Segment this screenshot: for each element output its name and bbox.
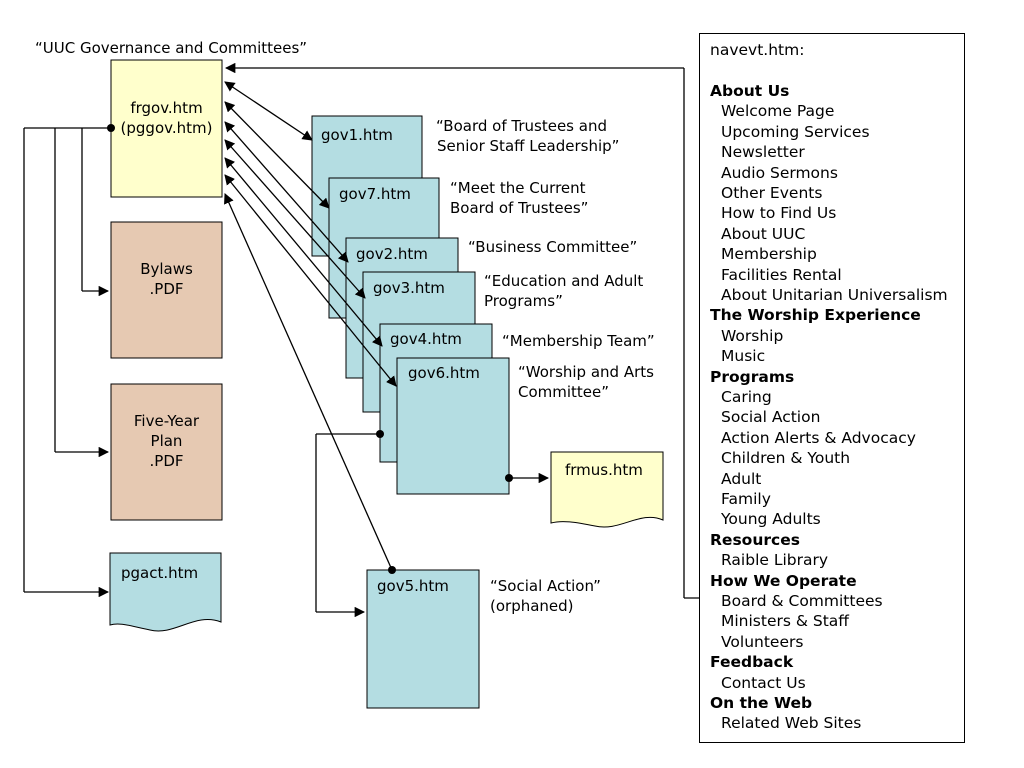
gov1-label: gov1.htm	[321, 126, 393, 144]
frmus-doc	[550, 451, 664, 528]
gov5-caption-line1: “Social Action”	[490, 577, 601, 595]
gov6-caption: “Worship and Arts Committee”	[518, 362, 654, 402]
gov5-page	[366, 569, 480, 709]
nav-item-adult[interactable]: Adult	[721, 469, 762, 488]
navevt-filename: navevt.htm:	[710, 41, 805, 59]
nav-section-on-the-web: On the Web	[710, 694, 813, 712]
fiveyear-line1: Five-Year	[133, 412, 200, 430]
nav-item-newsletter[interactable]: Newsletter	[721, 143, 805, 162]
nav-item-social-action[interactable]: Social Action	[721, 408, 821, 427]
nav-item-young-adults[interactable]: Young Adults	[721, 510, 821, 529]
nav-section-about-us: About Us	[710, 82, 790, 100]
frmus-label: frmus.htm	[565, 461, 643, 479]
diagram-title: “UUC Governance and Committees”	[35, 39, 308, 57]
nav-item-action-alerts-advocacy[interactable]: Action Alerts & Advocacy	[721, 428, 916, 447]
pggov-filename: (pggov.htm)	[120, 119, 213, 137]
gov2-caption: “Business Committee”	[468, 238, 638, 256]
gov7-caption: “Meet the Current Board of Trustees”	[450, 178, 588, 218]
bylaws-line1: Bylaws	[140, 260, 193, 278]
bylaws-line2: .PDF	[149, 280, 184, 298]
gov3-caption-line2: Programs”	[484, 292, 563, 310]
bylaws-label: Bylaws .PDF	[111, 259, 222, 299]
gov5-caption-line2: (orphaned)	[490, 597, 574, 615]
nav-item-board-committees[interactable]: Board & Committees	[721, 592, 883, 610]
bylaws-box	[110, 221, 223, 359]
nav-item-worship[interactable]: Worship	[721, 326, 784, 345]
gov6-caption-line2: Committee”	[518, 383, 610, 401]
nav-item-membership[interactable]: Membership	[721, 245, 817, 264]
left-connectors	[23, 127, 111, 598]
nav-item-volunteers[interactable]: Volunteers	[721, 632, 804, 651]
frgov-filename: frgov.htm	[130, 99, 203, 117]
nav-item-upcoming-services[interactable]: Upcoming Services	[721, 122, 870, 141]
gov7-label: gov7.htm	[339, 185, 411, 203]
nav-item-other-events[interactable]: Other Events	[721, 184, 823, 202]
nav-item-how-to-find-us[interactable]: How to Find Us	[721, 204, 837, 223]
gov1-caption-line1: “Board of Trustees and	[436, 117, 607, 135]
nav-item-ministers-staff[interactable]: Ministers & Staff	[721, 612, 849, 631]
gov7-caption-line1: “Meet the Current	[450, 179, 586, 197]
gov4-label: gov4.htm	[390, 330, 462, 348]
gov7-caption-line2: Board of Trustees”	[450, 199, 589, 217]
fiveyear-box	[110, 383, 223, 521]
nav-item-contact-us[interactable]: Contact Us	[721, 673, 806, 692]
nav-section-how-we-operate: How We Operate	[710, 571, 857, 590]
nav-item-related-web-sites[interactable]: Related Web Sites	[721, 714, 862, 733]
fiveyear-line2: Plan	[150, 432, 183, 450]
frgov-junction-dot	[107, 124, 115, 132]
nav-item-caring[interactable]: Caring	[721, 388, 772, 406]
gov6-gov5-connector	[315, 433, 380, 618]
nav-item-raible-library[interactable]: Raible Library	[721, 551, 829, 570]
gov-page-stack	[311, 115, 510, 495]
gov5-label: gov5.htm	[377, 577, 449, 595]
nav-section-programs: Programs	[710, 367, 795, 386]
gov5-junction-dot	[388, 566, 396, 574]
gov2-label: gov2.htm	[356, 245, 428, 263]
pgact-label: pgact.htm	[121, 564, 199, 582]
nav-item-about-unitarian-universalism[interactable]: About Unitarian Universalism	[721, 286, 948, 304]
nav-section-feedback: Feedback	[710, 653, 794, 672]
gov6-junction-dot	[376, 430, 384, 438]
gov6-label: gov6.htm	[408, 364, 480, 382]
gov3-label: gov3.htm	[373, 279, 445, 297]
pgact-doc	[109, 552, 222, 632]
gov5-caption: “Social Action” (orphaned)	[490, 576, 601, 616]
nav-item-welcome-page[interactable]: Welcome Page	[721, 102, 835, 121]
gov-link-arrows	[224, 81, 397, 571]
fiveyear-line3: .PDF	[149, 452, 184, 470]
nav-section-the-worship-experience: The Worship Experience	[710, 306, 921, 325]
fiveyear-label: Five-Year Plan .PDF	[111, 411, 222, 471]
nav-item-about-uuc[interactable]: About UUC	[721, 224, 806, 243]
gov1-caption: “Board of Trustees and Senior Staff Lead…	[436, 116, 619, 156]
nav-item-family[interactable]: Family	[721, 490, 771, 508]
gov6-page	[396, 357, 510, 495]
nav-item-audio-sermons[interactable]: Audio Sermons	[721, 163, 838, 182]
nav-item-children-youth[interactable]: Children & Youth	[721, 449, 851, 468]
frmus-junction-dot	[505, 474, 513, 482]
gov6-caption-line1: “Worship and Arts	[518, 363, 654, 381]
gov1-caption-line2: Senior Staff Leadership”	[437, 137, 620, 155]
nav-section-resources: Resources	[710, 530, 800, 549]
gov3-caption-line1: “Education and Adult	[484, 272, 644, 290]
frgov-box	[110, 59, 223, 198]
nav-item-facilities-rental[interactable]: Facilities Rental	[721, 265, 842, 284]
gov4-caption: “Membership Team”	[502, 332, 655, 350]
frgov-label: frgov.htm (pggov.htm)	[111, 98, 222, 138]
gov3-caption: “Education and Adult Programs”	[484, 271, 643, 311]
nav-item-music[interactable]: Music	[721, 347, 766, 366]
